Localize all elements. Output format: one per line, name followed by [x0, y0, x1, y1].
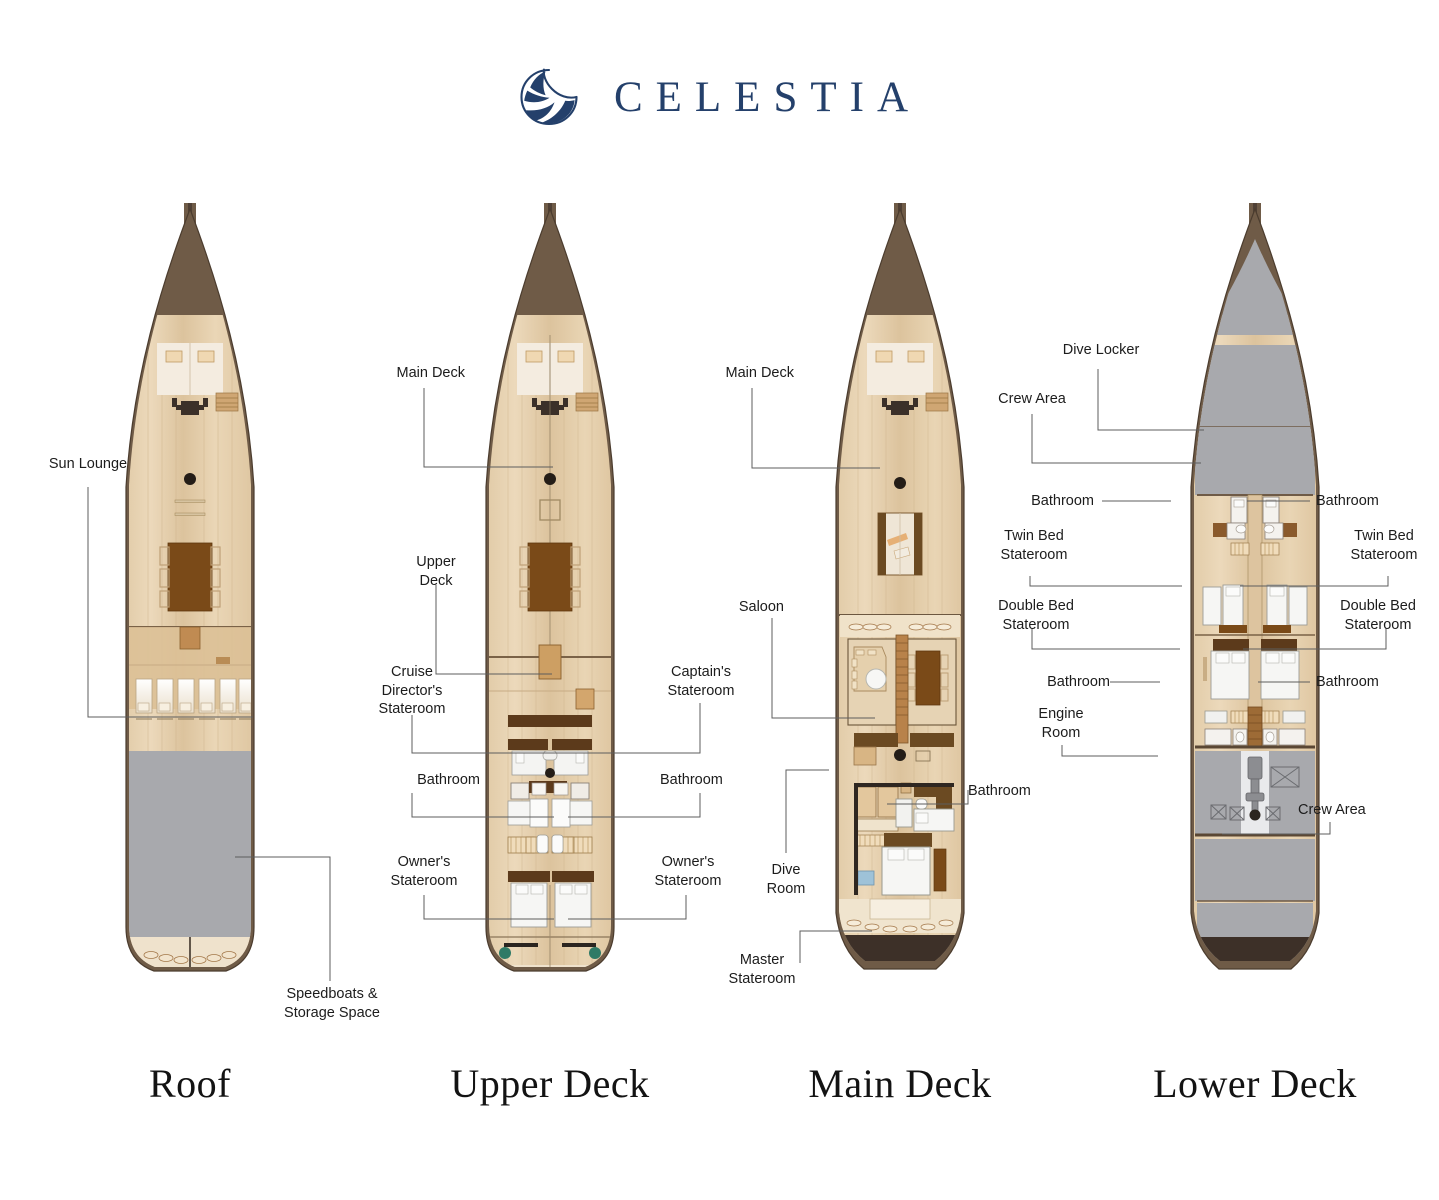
crew-aft-zone — [1195, 839, 1315, 901]
mast-base — [894, 477, 906, 489]
twin-staterooms — [1202, 584, 1308, 633]
deck-title-main: Main Deck — [808, 1061, 992, 1106]
deck-panel-roof — [20, 195, 360, 1025]
fore-stairs — [575, 392, 599, 412]
callout-bath-bl: Bathroom — [1047, 674, 1110, 690]
skylight — [877, 512, 923, 576]
callout-engine-room: Engine Room — [1038, 706, 1084, 741]
callout-owners-right: Owner's Stateroom — [654, 854, 722, 889]
wardrobe-band — [507, 834, 593, 854]
dining-table — [159, 542, 221, 612]
saloon-dining-table — [915, 650, 941, 706]
main-stairs — [895, 634, 909, 744]
callout-master: Master Stateroom — [728, 952, 796, 987]
callout-dive-room: Dive Room — [766, 862, 806, 897]
dining-table — [519, 542, 581, 612]
callout-upper-main-deck: Main Deck — [396, 365, 466, 381]
callout-upper-upper-deck: Upper Deck — [416, 554, 456, 589]
windlass — [172, 398, 208, 415]
callout-bath-br: Bathroom — [1316, 674, 1379, 690]
callout-bathroom-left-u: Bathroom — [417, 772, 480, 788]
callout-main-main-deck: Main Deck — [725, 365, 795, 381]
double-staterooms — [1203, 639, 1300, 700]
callout-owners-left: Owner's Stateroom — [390, 854, 458, 889]
callout-speedboats: Speedboats & Storage Space — [284, 986, 380, 1021]
galley — [855, 782, 913, 847]
hatch — [539, 499, 561, 521]
upper-deck-drawing — [485, 203, 615, 972]
callout-crew-aft: Crew Area — [1298, 802, 1366, 818]
callout-sun-lounge: Sun Lounge — [48, 456, 128, 472]
dark-transom — [1194, 937, 1316, 961]
callout-saloon: Saloon — [738, 599, 784, 615]
callout-dive-locker: Dive Locker — [1062, 342, 1140, 358]
deck-title-roof: Roof — [149, 1061, 231, 1106]
callout-cruise-director: Cruise Director's Stateroom — [378, 664, 446, 718]
mast-base — [544, 473, 556, 485]
brand-wordmark: CELESTIA — [613, 73, 922, 121]
aft-stairs — [1247, 706, 1263, 748]
callout-bath-tl: Bathroom — [1031, 493, 1094, 509]
callout-main-bathroom: Bathroom — [968, 783, 1031, 799]
callout-captains: Captain's Stateroom — [667, 664, 735, 699]
deck-panel-upper — [380, 195, 720, 1025]
fore-stairs — [215, 392, 239, 412]
storage-zone — [129, 751, 251, 937]
roof-deck-drawing — [125, 203, 255, 972]
headboard-row — [508, 715, 592, 727]
callout-twin-right: Twin Bed Stateroom — [1350, 528, 1418, 563]
deck-title-upper: Upper Deck — [450, 1061, 650, 1106]
callout-bath-tr: Bathroom — [1316, 493, 1379, 509]
callout-twin-left: Twin Bed Stateroom — [1000, 528, 1068, 563]
callout-crew-fwd: Crew Area — [998, 391, 1066, 407]
bathrooms-aft — [1204, 710, 1306, 746]
bathrooms-forward — [1213, 496, 1297, 556]
callout-double-right: Double Bed Stateroom — [1340, 598, 1416, 633]
master-bed — [857, 833, 947, 896]
crew-fwd-zone — [1195, 427, 1315, 495]
deck-title-lower: Lower Deck — [1153, 1061, 1357, 1106]
callout-double-left: Double Bed Stateroom — [998, 598, 1074, 633]
mast-base — [184, 473, 196, 485]
mid-stairs — [179, 626, 201, 650]
companionway-stairs — [538, 644, 562, 680]
fore-stairs — [925, 392, 949, 412]
brand-header: CELESTIA — [0, 66, 1439, 128]
sail-wave-icon — [518, 66, 580, 128]
plant-icon — [499, 947, 601, 959]
callout-bathroom-right-u: Bathroom — [660, 772, 723, 788]
stateroom-beds-upper — [511, 750, 589, 776]
windlass — [882, 398, 918, 415]
